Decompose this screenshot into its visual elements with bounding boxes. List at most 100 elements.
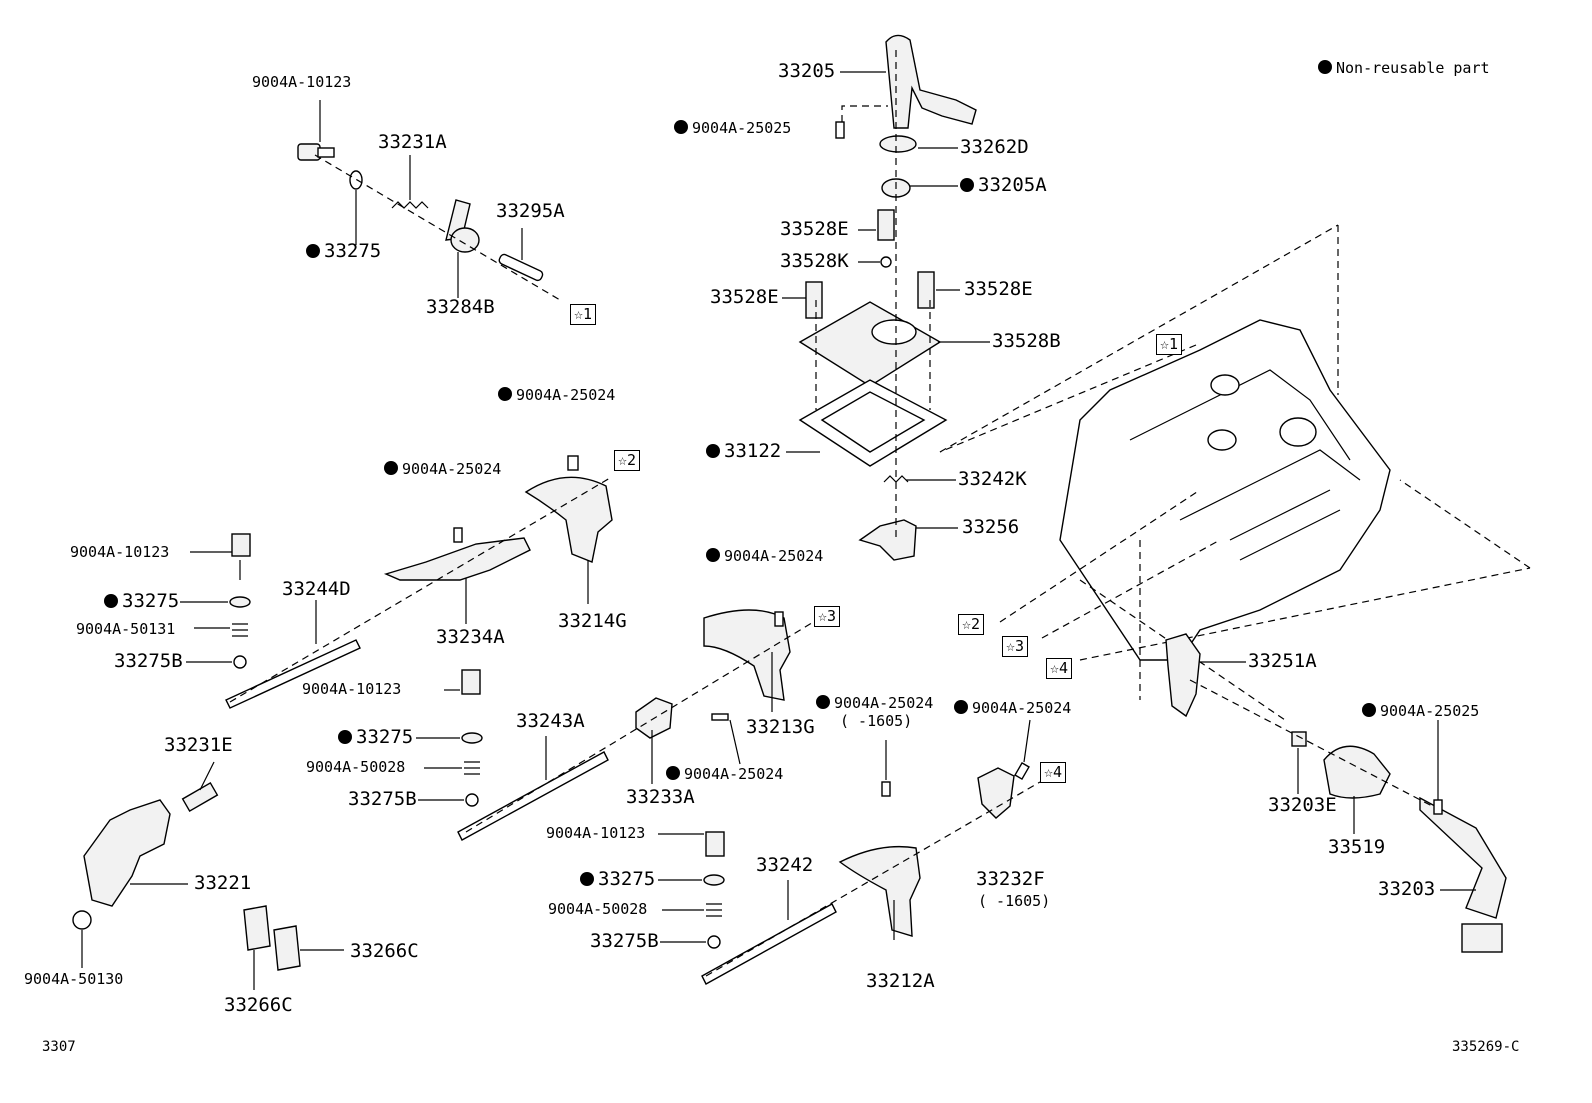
pin-9004A-25024-e <box>881 781 891 797</box>
non-reusable-marker <box>706 548 720 562</box>
spring-9004A-50131 <box>232 623 248 637</box>
bolt-9004A-10123-top <box>297 143 335 161</box>
fork-33214G <box>524 476 613 563</box>
label-text: 9004A-25024 <box>834 694 934 712</box>
label-9004A-25024-d: 9004A-25024 <box>666 766 783 782</box>
pin-9004A-25024-c <box>774 611 784 627</box>
footer-left: 3307 <box>42 1039 76 1055</box>
fork-33213G <box>703 609 791 701</box>
block-33266C-b <box>273 925 301 971</box>
label-9004A-10123-mid: 9004A-10123 <box>70 543 170 561</box>
label-text: 33275 <box>598 868 656 890</box>
label-33256: 33256 <box>962 516 1020 538</box>
spring-9004A-50028-a <box>464 761 480 775</box>
non-reusable-marker <box>1362 703 1376 717</box>
label-text: 9004A-25024 <box>516 386 616 404</box>
label-text: 9004A-25024 <box>972 699 1072 717</box>
bolt-33528E-center <box>877 209 895 241</box>
label-33242K: 33242K <box>958 468 1027 490</box>
block-33266C-a <box>243 905 271 951</box>
pin-9004A-25024-b <box>453 527 463 543</box>
pin-9004A-25024-a <box>567 455 579 471</box>
non-reusable-marker <box>954 700 968 714</box>
spring-33231A <box>391 201 429 209</box>
spring-9004A-50028-b <box>706 903 722 917</box>
label-33234A: 33234A <box>436 626 505 648</box>
label-text: 33205A <box>978 174 1047 196</box>
bolt-9004A-10123-mid <box>231 533 251 557</box>
label-33122: 33122 <box>706 442 781 461</box>
non-reusable-marker <box>104 594 118 608</box>
shaft-33243A <box>457 751 609 841</box>
label-33266C-b: 33266C <box>224 994 293 1016</box>
non-reusable-marker <box>1318 60 1332 74</box>
label-33262D: 33262D <box>960 136 1029 158</box>
bolt-33528E-right <box>917 271 935 309</box>
label-9004A-25024-e: 9004A-25024 <box>816 695 933 711</box>
non-reusable-marker <box>384 461 398 475</box>
label-33213G: 33213G <box>746 716 815 738</box>
ref-star-4-b: ☆4 <box>1040 762 1067 783</box>
label-text: 9004A-25024 <box>684 765 784 783</box>
non-reusable-marker <box>674 120 688 134</box>
label-9004A-25024-a: 9004A-25024 <box>498 387 615 403</box>
label-9004A-25024-b: 9004A-25024 <box>384 461 501 477</box>
label-text: 33122 <box>724 440 782 462</box>
label-33275B-b: 33275B <box>348 788 417 810</box>
ref-star-1-b: ☆1 <box>1156 334 1183 355</box>
pin-9004A-25024-f <box>1014 761 1030 781</box>
washer-33275-c <box>461 732 483 744</box>
label-33266C-a: 33266C <box>350 940 419 962</box>
non-reusable-marker <box>306 244 320 258</box>
ball-33275B-c <box>707 935 721 949</box>
label-33275-mid: 33275 <box>104 592 179 611</box>
label-33528E-a: 33528E <box>780 218 849 240</box>
shaft-33242 <box>701 903 837 985</box>
label-text: 9004A-25025 <box>1380 702 1480 720</box>
shaft-33244D <box>225 639 361 709</box>
ref-star-2-a: ☆2 <box>614 450 641 471</box>
label-33275B-c: 33275B <box>590 930 659 952</box>
ref-star-3-b: ☆3 <box>1002 636 1029 657</box>
ball-33275B-b <box>465 793 479 807</box>
non-reusable-marker <box>816 695 830 709</box>
bolt-33231E <box>181 781 219 813</box>
label-33528K: 33528K <box>780 250 849 272</box>
label-9004A-50131: 9004A-50131 <box>76 620 176 638</box>
label-9004A-25024-f: 9004A-25024 <box>954 700 1071 716</box>
label-33244D: 33244D <box>282 578 351 600</box>
label-33203E: 33203E <box>1268 794 1337 816</box>
non-reusable-marker <box>960 178 974 192</box>
ref-star-4-a: ☆4 <box>1046 658 1073 679</box>
label-9004A-50130: 9004A-50130 <box>24 970 124 988</box>
label-33205A: 33205A <box>960 176 1047 195</box>
lever-33221 <box>83 799 171 907</box>
spring-9004A-50130 <box>72 910 92 930</box>
non-reusable-marker <box>666 766 680 780</box>
label-text: 33275 <box>356 726 414 748</box>
label-33275-c: 33275 <box>338 728 413 747</box>
legend-text: Non-reusable part <box>1336 59 1490 77</box>
label-33233A: 33233A <box>626 786 695 808</box>
label-33221: 33221 <box>194 872 252 894</box>
ref-star-1-a: ☆1 <box>570 304 597 325</box>
label-33212A: 33212A <box>866 970 935 992</box>
ref-star-2-b: ☆2 <box>958 614 985 635</box>
label-9004A-25025-top: 9004A-25025 <box>674 120 791 136</box>
label-9004A-10123-c: 9004A-10123 <box>302 680 402 698</box>
label-1605-b: ( -1605) <box>978 892 1051 910</box>
label-33275-d: 33275 <box>580 870 655 889</box>
footer-right: 335269-C <box>1452 1039 1520 1055</box>
pad-33203 <box>1461 923 1503 953</box>
lever-33203 <box>1419 796 1507 919</box>
transmission-case <box>1059 319 1391 661</box>
label-33231E: 33231E <box>164 734 233 756</box>
label-33528B: 33528B <box>992 330 1061 352</box>
non-reusable-marker <box>338 730 352 744</box>
legend: Non-reusable part <box>1318 60 1490 76</box>
label-33275B-a: 33275B <box>114 650 183 672</box>
fork-33234A <box>383 537 531 581</box>
pin-9004A-25025-top <box>835 121 845 139</box>
bracket-33251A <box>1165 633 1201 718</box>
label-1605-a: ( -1605) <box>840 712 913 730</box>
